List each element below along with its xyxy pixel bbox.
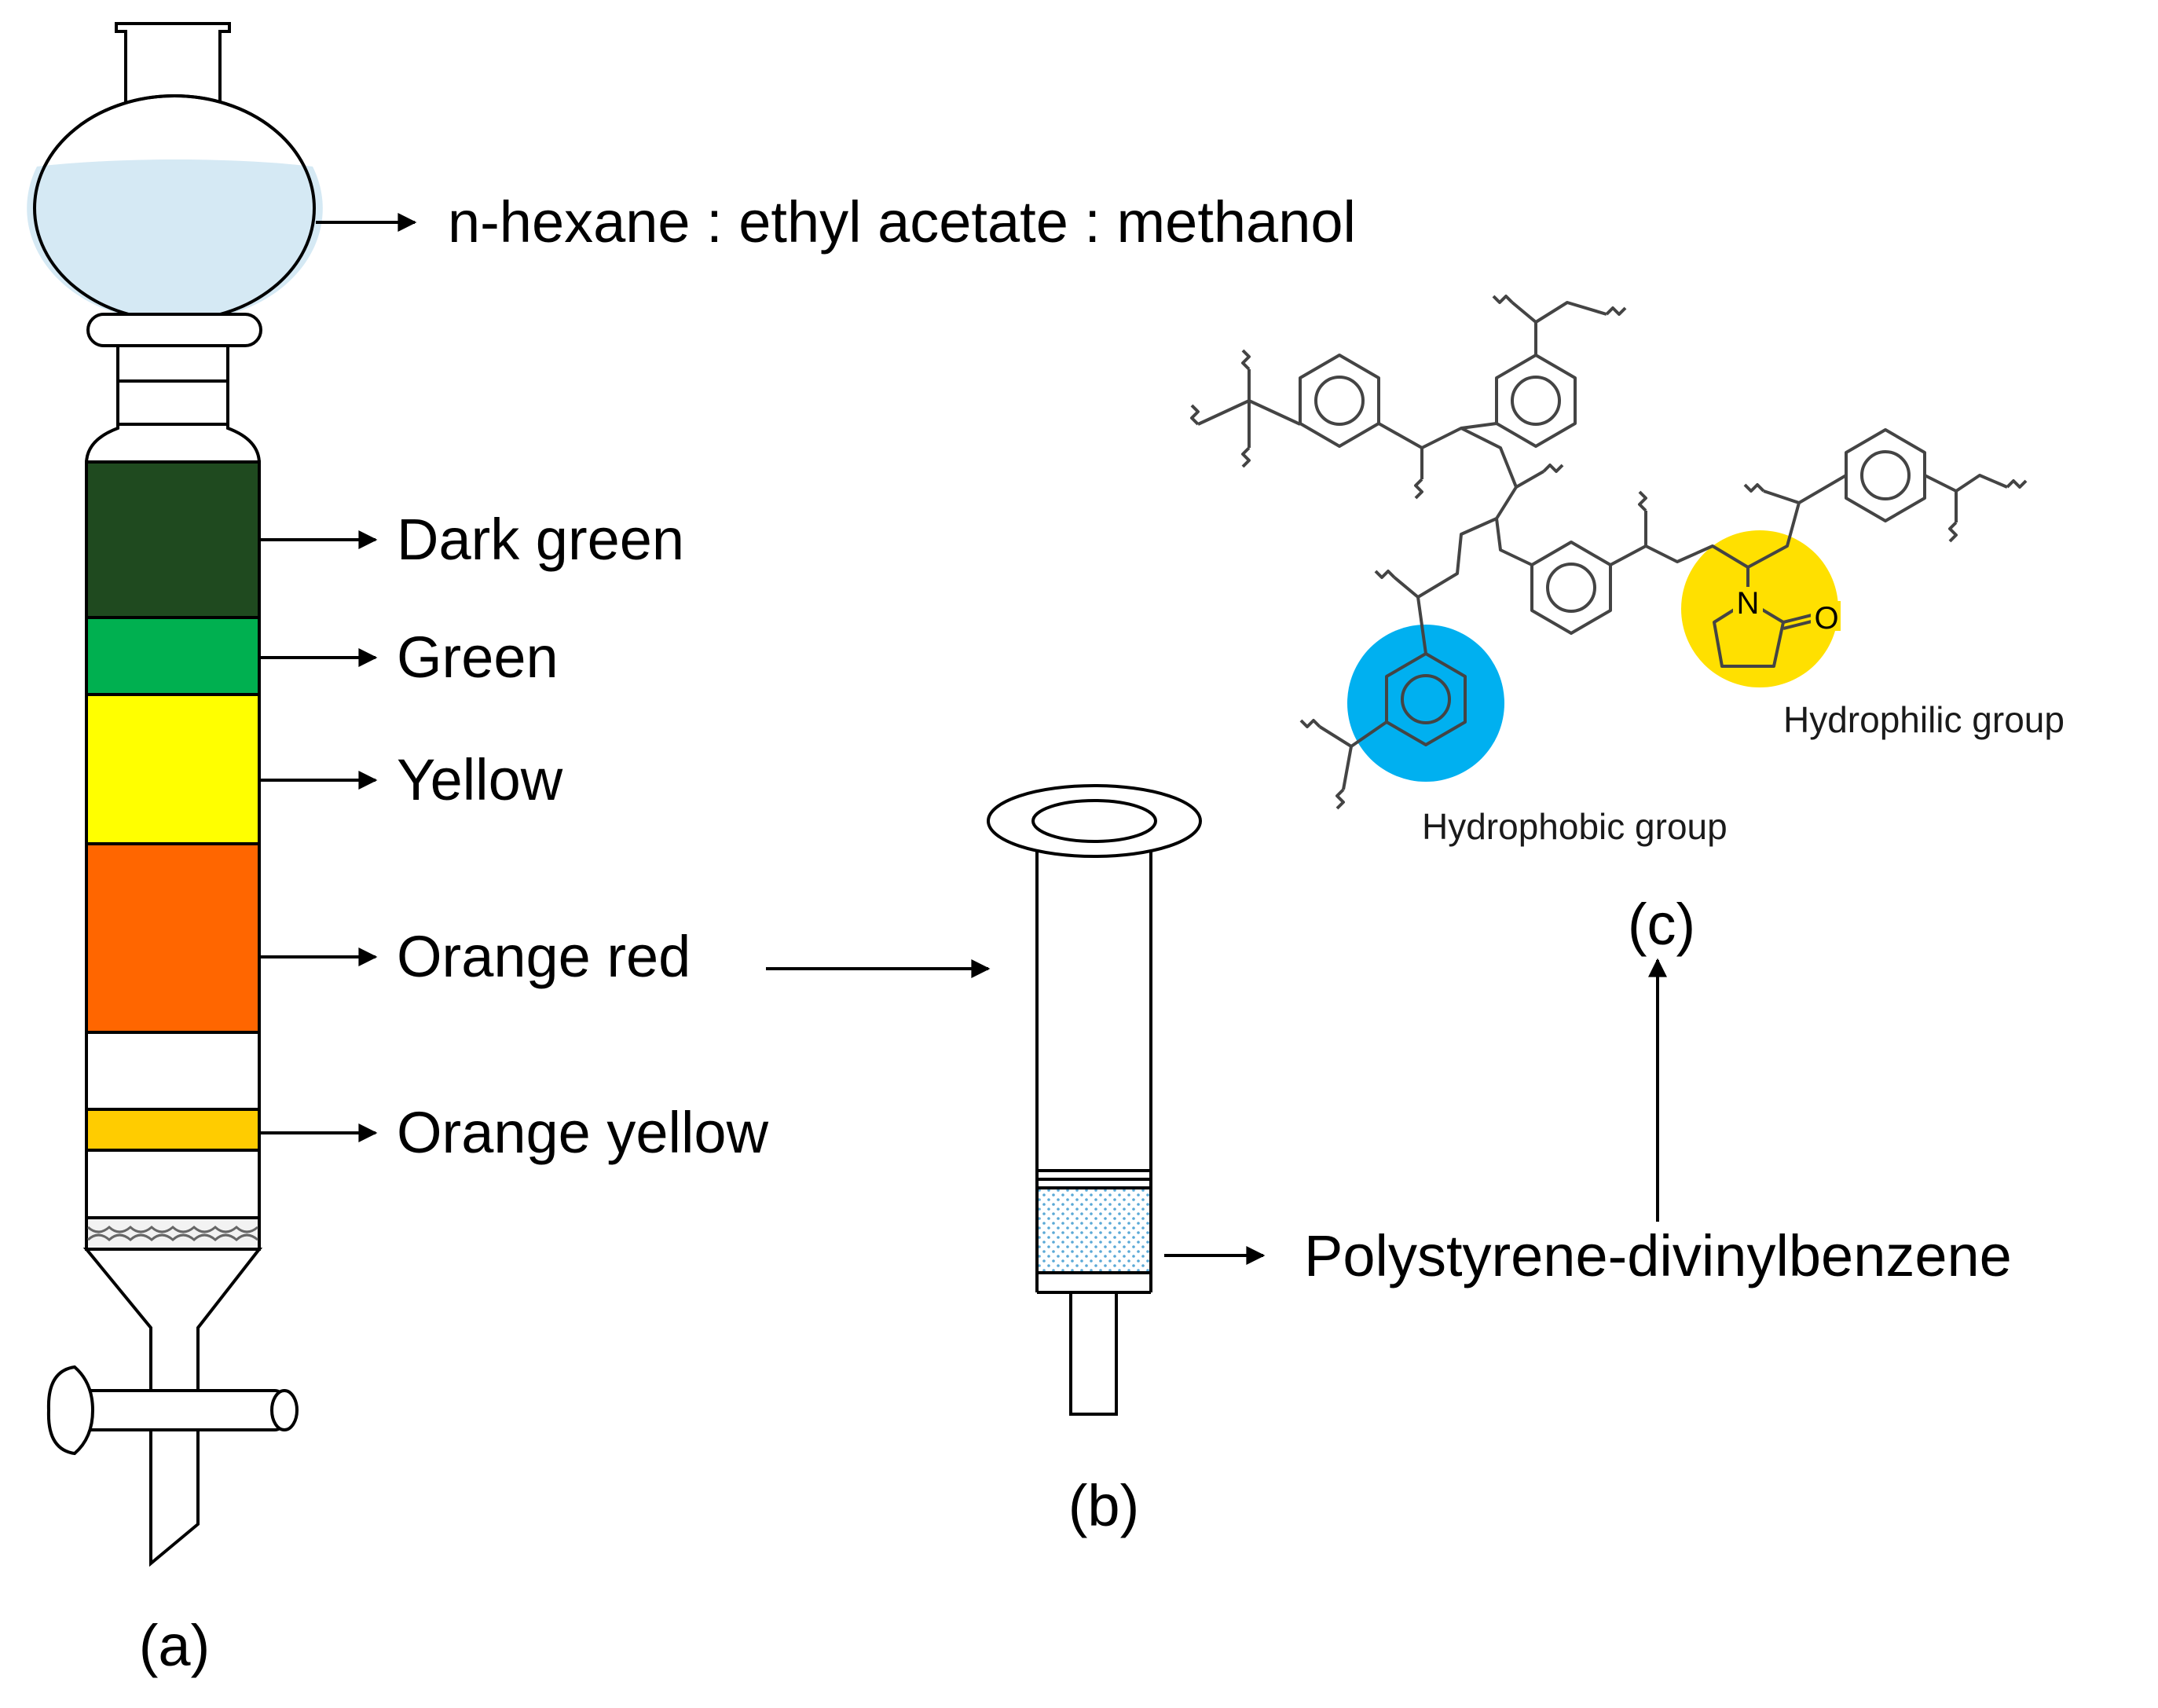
benzene-ring-1 <box>1299 354 1380 448</box>
sorbent-label: Polystyrene-divinylbenzene <box>1304 1223 2012 1288</box>
band-dark-green <box>85 460 261 619</box>
label-orange-yellow: Orange yellow <box>397 1100 769 1165</box>
atom-n: N <box>1737 586 1760 621</box>
panel-label-b: (b) <box>1068 1473 1139 1538</box>
column-frit <box>85 1216 261 1251</box>
band-yellow <box>85 693 261 845</box>
spe-outlet <box>1069 1291 1118 1416</box>
benzene-ring-5 <box>1385 652 1467 746</box>
benzene-ring-4 <box>1845 428 1926 522</box>
stopcock <box>46 1365 299 1456</box>
spe-cartridge <box>987 784 1202 1416</box>
chromatography-column <box>27 22 323 1567</box>
pyrrolidone-ring: N O <box>1713 586 1841 668</box>
polymer-structure: N O <box>1190 295 2065 847</box>
panel-label-a: (a) <box>139 1613 210 1678</box>
benzene-ring-3 <box>1530 541 1612 635</box>
label-green: Green <box>397 625 559 690</box>
band-orange-red <box>85 842 261 1034</box>
column-top-neck <box>115 22 231 108</box>
band-empty-1 <box>85 1031 261 1111</box>
hydrophilic-label: Hydrophilic group <box>1783 699 2065 740</box>
ground-glass-joint <box>86 313 262 347</box>
label-yellow: Yellow <box>397 747 563 812</box>
band-green <box>85 616 261 696</box>
column-labels: n-hexane : ethyl acetate : methanol Dark… <box>139 189 1356 1678</box>
band-empty-2 <box>85 1149 261 1219</box>
benzene-ring-2 <box>1495 354 1577 448</box>
label-orange-red: Orange red <box>397 924 691 989</box>
atom-o: O <box>1814 601 1838 636</box>
solvent-label: n-hexane : ethyl acetate : methanol <box>448 189 1356 255</box>
hydrophobic-highlight <box>1347 625 1504 782</box>
spe-sorbent-bed <box>1035 1186 1152 1274</box>
label-dark-green: Dark green <box>397 507 684 572</box>
solvent-liquid <box>27 159 323 321</box>
band-orange-yellow <box>85 1108 261 1152</box>
hydrophobic-label: Hydrophobic group <box>1422 806 1727 847</box>
panel-label-c: (c) <box>1628 892 1695 957</box>
spe-rim <box>987 784 1202 858</box>
